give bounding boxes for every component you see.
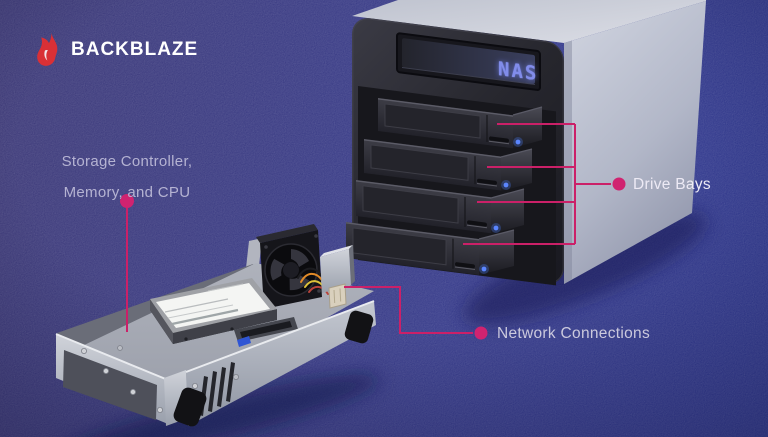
tower-side-edge-shade: [564, 40, 572, 284]
network-callout-dot: [474, 326, 488, 340]
network-callout-line: [344, 286, 473, 334]
drive-bay-3: [356, 179, 491, 234]
brand-wordmark: BACKBLAZE: [71, 39, 199, 60]
drive-bay-leds: [479, 137, 523, 274]
drive-bay-2: [364, 138, 501, 191]
network-connector: [320, 245, 355, 309]
sata-connector-blue: [237, 336, 251, 347]
hard-drive-label: [156, 283, 270, 328]
tower-side-face: [564, 1, 706, 284]
storage-callout-dot: [120, 194, 134, 208]
drive-bays-callout-lines: [463, 123, 611, 245]
open-drive-tray: [55, 224, 376, 427]
callout-dots: [120, 177, 626, 340]
network-callout-label: Network Connections: [497, 325, 651, 342]
storage-label-line2: Memory, and CPU: [63, 184, 191, 201]
drive-bay-led: [515, 139, 521, 145]
flame-icon: [37, 33, 58, 66]
nas-tower: [346, 0, 706, 286]
drive-bay-4: [346, 221, 479, 276]
drive-bay-sides: [478, 106, 543, 275]
tray-rim-highlight-2: [185, 300, 375, 373]
drive-bay-led: [493, 225, 499, 231]
rubber-foot-front: [173, 387, 207, 427]
storage-callout-label: Storage Controller, Memory, and CPU: [27, 146, 227, 208]
drive-bay-led: [481, 266, 487, 272]
tray-rim-highlight: [55, 333, 169, 381]
drive-bays-callout-dot: [612, 177, 626, 191]
drive-bay-1: [378, 97, 513, 149]
hard-drive: [150, 278, 277, 344]
tray-rear-bracket: [246, 238, 262, 268]
tray-shadow: [49, 374, 381, 437]
rubber-foot-rear: [344, 310, 374, 344]
nas-display-bottom-highlight: [402, 66, 535, 85]
tray-wall-inset-panel: [63, 350, 157, 420]
backblaze-logo: BACKBLAZE: [33, 31, 198, 69]
screws: [81, 345, 239, 413]
tower-top-face: [352, 0, 706, 43]
callout-lines: [126, 123, 611, 334]
cooling-fan: [256, 224, 322, 309]
drive-bays-callout-label: Drive Bays: [633, 176, 711, 193]
tray-front-right-wall: [186, 301, 376, 426]
storage-label-line1: Storage Controller,: [61, 153, 193, 170]
drive-bay-led: [503, 182, 509, 188]
nas-display-screen: [402, 38, 535, 84]
